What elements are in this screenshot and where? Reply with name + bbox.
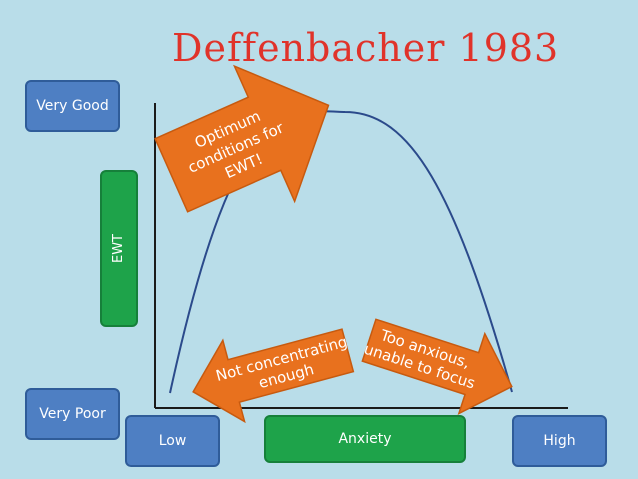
- high-label-box: High: [512, 415, 607, 467]
- very-good-label-box: Very Good: [25, 80, 120, 132]
- low-label: Low: [158, 433, 187, 449]
- low-label-box: Low: [125, 415, 220, 467]
- very-poor-label-box: Very Poor: [25, 388, 120, 440]
- very-poor-label: Very Poor: [39, 406, 106, 422]
- very-good-label: Very Good: [36, 98, 109, 114]
- performance-curve: [169, 110, 513, 394]
- y-axis-label: EWT: [111, 233, 127, 264]
- x-axis-label-box: Anxiety: [264, 415, 466, 463]
- optimum-arrow: Optimum conditions for EWT!: [154, 64, 330, 213]
- x-axis-label: Anxiety: [338, 431, 392, 447]
- not-concentrating-arrow: Not concentrating enough: [192, 328, 355, 424]
- y-axis-label-box: EWT: [100, 170, 138, 327]
- high-label: High: [543, 433, 576, 449]
